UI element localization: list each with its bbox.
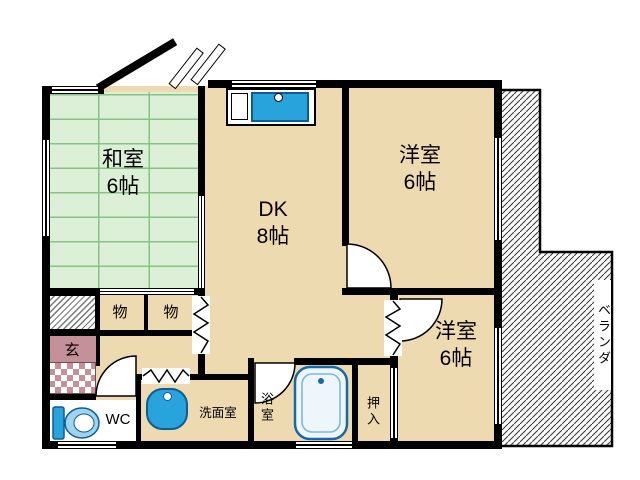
wall — [352, 358, 358, 449]
veranda-label: ベランダ — [594, 280, 611, 390]
sliding-door — [198, 196, 205, 288]
wall — [136, 374, 141, 449]
wall — [198, 86, 205, 196]
room-yoshitsu-bottom-label: 洋室 6帖 — [435, 320, 477, 371]
wall — [342, 288, 502, 295]
genkan-label: 玄 — [64, 341, 80, 359]
window — [296, 441, 352, 449]
senmen-label: 洗面室 — [199, 406, 237, 420]
door-swing-icon — [254, 362, 296, 404]
wall — [294, 358, 398, 365]
sliding-door — [100, 288, 194, 295]
window — [58, 441, 116, 449]
wall — [198, 350, 205, 374]
window — [494, 328, 502, 424]
wall-diagonal — [95, 38, 178, 92]
oshiire-label: 押入 — [365, 396, 380, 428]
closet-1-label: 物 — [112, 304, 128, 321]
wall — [390, 438, 398, 449]
wall — [42, 441, 502, 449]
room-washitsu-tatami — [49, 92, 199, 290]
folding-door-icon — [192, 296, 210, 354]
wall — [144, 295, 148, 336]
wall — [42, 86, 50, 449]
wall — [42, 394, 96, 400]
door-swing-icon — [95, 355, 137, 397]
room-genkan: 玄 — [48, 336, 96, 362]
stove-icon — [231, 93, 248, 120]
wall — [342, 80, 349, 246]
room-washitsu-label: 和室 6帖 — [102, 148, 144, 199]
room-yoshitsu-top-label: 洋室 6帖 — [399, 144, 441, 195]
door-swing-icon — [346, 243, 392, 289]
room-dk-label: DK 8帖 — [256, 198, 290, 249]
wall — [188, 374, 252, 380]
door-swing-icon — [399, 298, 443, 342]
wall — [494, 80, 502, 449]
washbasin-icon — [146, 388, 188, 430]
sliding-door — [390, 368, 398, 438]
window — [42, 140, 50, 236]
washbasin-faucet-icon — [162, 392, 172, 401]
bath-label: 浴室 — [259, 392, 274, 424]
toilet-icon — [52, 406, 100, 440]
wall — [248, 358, 254, 449]
window — [52, 86, 98, 94]
folding-door-icon — [384, 300, 402, 356]
bathtub-icon — [293, 365, 349, 441]
window — [232, 80, 316, 88]
wall — [96, 295, 100, 336]
folding-door-icon — [142, 368, 190, 384]
wall — [390, 288, 398, 302]
wc-label: WC — [105, 411, 131, 428]
wall — [208, 80, 502, 88]
genkan-tile — [48, 362, 96, 394]
storage-hatch — [48, 295, 96, 330]
wall — [42, 330, 205, 336]
window — [494, 138, 502, 240]
veranda-hatch — [496, 88, 614, 448]
faucet-icon — [274, 93, 283, 102]
wall — [96, 336, 100, 366]
closet-2-label: 物 — [163, 304, 179, 321]
